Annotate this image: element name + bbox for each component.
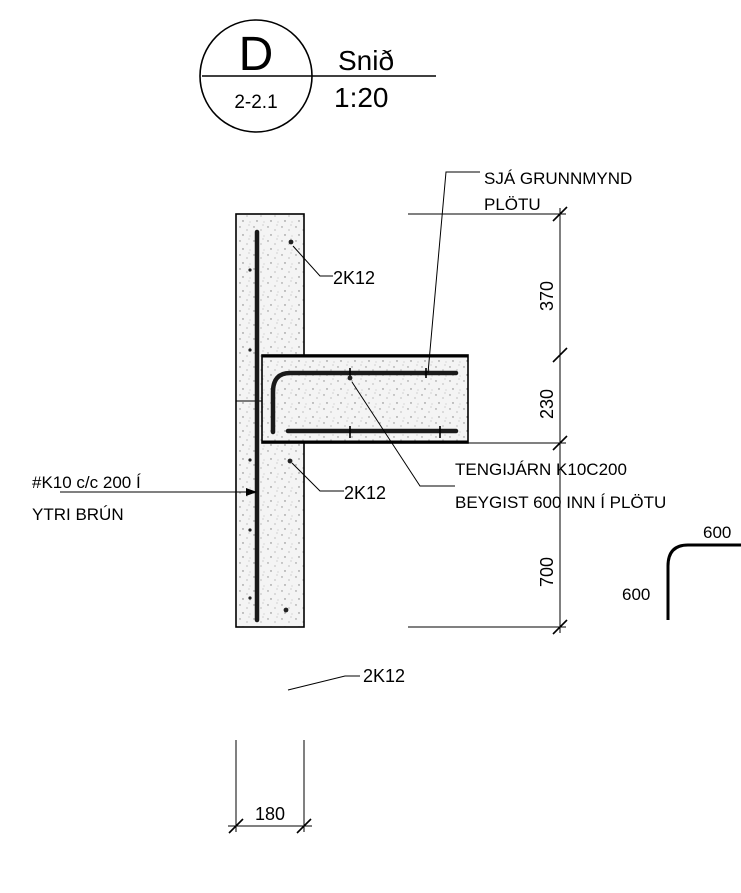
bend-vertical-leg: 600	[622, 585, 650, 604]
bars-mid-leader	[291, 462, 344, 492]
dim-tick	[552, 619, 568, 635]
bend-detail: 600 600	[622, 523, 741, 620]
horizontal-dimension: 180	[228, 740, 312, 834]
bar-dot	[248, 596, 252, 600]
dim-tick	[552, 347, 568, 363]
bar-dot	[248, 348, 252, 352]
dim-lower-value: 700	[537, 557, 557, 587]
bars-mid-label: 2K12	[344, 483, 386, 503]
drawing-title: Snið	[338, 45, 394, 76]
dim-tick	[296, 818, 312, 834]
dim-upper-value: 370	[537, 281, 557, 311]
slab-section	[261, 354, 469, 444]
mesh-label-line2: YTRI BRÚN	[32, 505, 124, 524]
annotations: SJÁ GRUNNMYND PLÖTU 2K12 2K12 2K12 #K10 …	[32, 169, 666, 691]
see-plan-leader	[427, 171, 480, 374]
tie-label-line2: BEYGIST 600 INN Í PLÖTU	[455, 493, 666, 512]
bend-horizontal-leg: 600	[703, 523, 731, 542]
bar-dot	[347, 375, 353, 381]
mesh-label-line1: #K10 c/c 200 Í	[32, 473, 141, 492]
bar-dot	[287, 458, 293, 464]
reinforcement	[248, 229, 459, 623]
sheet-ref: 2-2.1	[234, 92, 277, 113]
bars-bottom-label: 2K12	[363, 666, 405, 686]
tie-leader	[351, 381, 455, 487]
tie-label-line1: TENGIJÁRN K10C200	[455, 460, 627, 479]
dim-tick	[552, 206, 568, 222]
bar-dot	[248, 528, 252, 532]
bar-dot	[288, 239, 294, 245]
bar-dot	[248, 458, 252, 462]
bars-top-leader	[292, 245, 333, 277]
see-plan-label-line2: PLÖTU	[484, 195, 541, 214]
bars-top-label: 2K12	[333, 268, 375, 288]
bar-dot	[283, 607, 289, 613]
bend-bar-shape	[666, 543, 741, 620]
dim-wall-width-value: 180	[255, 804, 285, 824]
detail-letter: D	[239, 28, 274, 81]
vertical-dimensions: 370 230 700	[408, 206, 568, 635]
dim-slab-value: 230	[537, 389, 557, 419]
bars-bottom-leader	[287, 675, 360, 691]
drawing-scale: 1:20	[334, 82, 389, 113]
mesh-arrowhead	[246, 488, 257, 496]
tie-bar-upper	[270, 370, 459, 435]
title-block: D 2-2.1 Snið 1:20	[199, 19, 436, 133]
bar-dot	[248, 268, 252, 272]
see-plan-label-line1: SJÁ GRUNNMYND	[484, 169, 632, 188]
dim-tick	[228, 818, 244, 834]
dim-tick	[552, 435, 568, 451]
